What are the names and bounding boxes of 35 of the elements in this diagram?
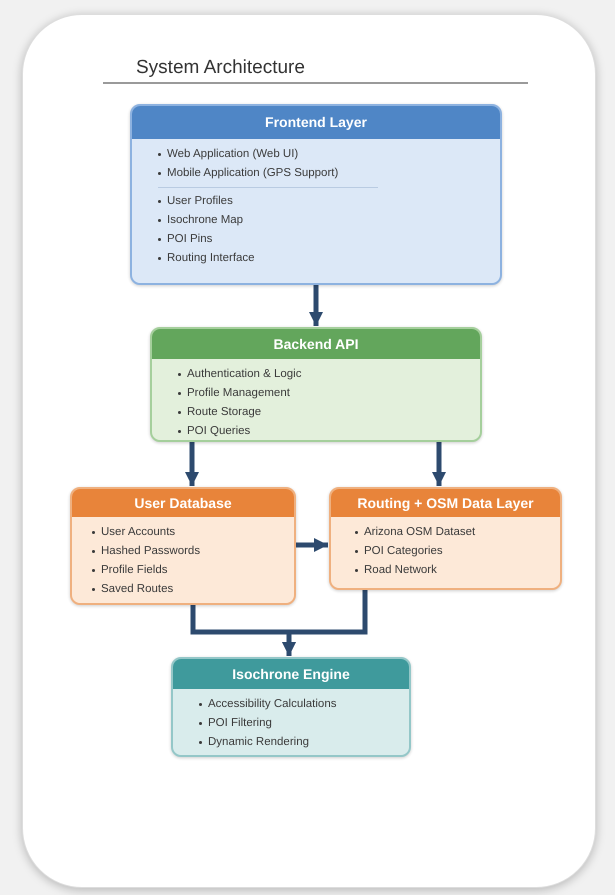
bullet-item: POI Queries [187, 424, 250, 439]
bullet-item: User Profiles [167, 194, 233, 209]
bullet-item: Isochrone Map [167, 213, 244, 228]
bullet-item: Saved Routes [101, 582, 174, 597]
box-header: User Database [72, 489, 294, 517]
bullet-item: POI Pins [167, 232, 212, 247]
layer-box [150, 327, 482, 442]
title: System Architecture [136, 56, 305, 80]
bullet-item: Profile Fields [101, 563, 168, 578]
arrow [296, 538, 328, 552]
bullet-item: Authentication & Logic [187, 367, 302, 382]
arrow [185, 442, 199, 486]
bullet-item: Web Application (Web UI) [167, 147, 298, 162]
layer-box [130, 104, 502, 285]
bullet-item: Dynamic Rendering [208, 735, 309, 750]
box-header: Isochrone Engine [173, 659, 409, 689]
bullet-item: Profile Management [187, 386, 290, 401]
bullet-item: POI Categories [364, 544, 443, 559]
bullet-item: Road Network [364, 563, 437, 578]
bullet-item: Routing Interface [167, 251, 255, 266]
bullet-item: Arizona OSM Dataset [364, 525, 476, 540]
bullet-item: Mobile Application (GPS Support) [167, 166, 338, 181]
bullet-item: Accessibility Calculations [208, 697, 336, 712]
box-header: Backend API [152, 329, 480, 359]
layer-box [329, 487, 562, 590]
arrow [309, 285, 323, 326]
bullet-item: Hashed Passwords [101, 544, 200, 559]
layer-box [70, 487, 296, 605]
box-header: Frontend Layer [132, 106, 500, 139]
bullet-item: Route Storage [187, 405, 262, 420]
layer-box [171, 657, 411, 757]
box-header: Routing + OSM Data Layer [331, 489, 560, 517]
arrow [432, 442, 446, 486]
bullet-item: POI Filtering [208, 716, 272, 731]
bullet-item: User Accounts [101, 525, 176, 540]
